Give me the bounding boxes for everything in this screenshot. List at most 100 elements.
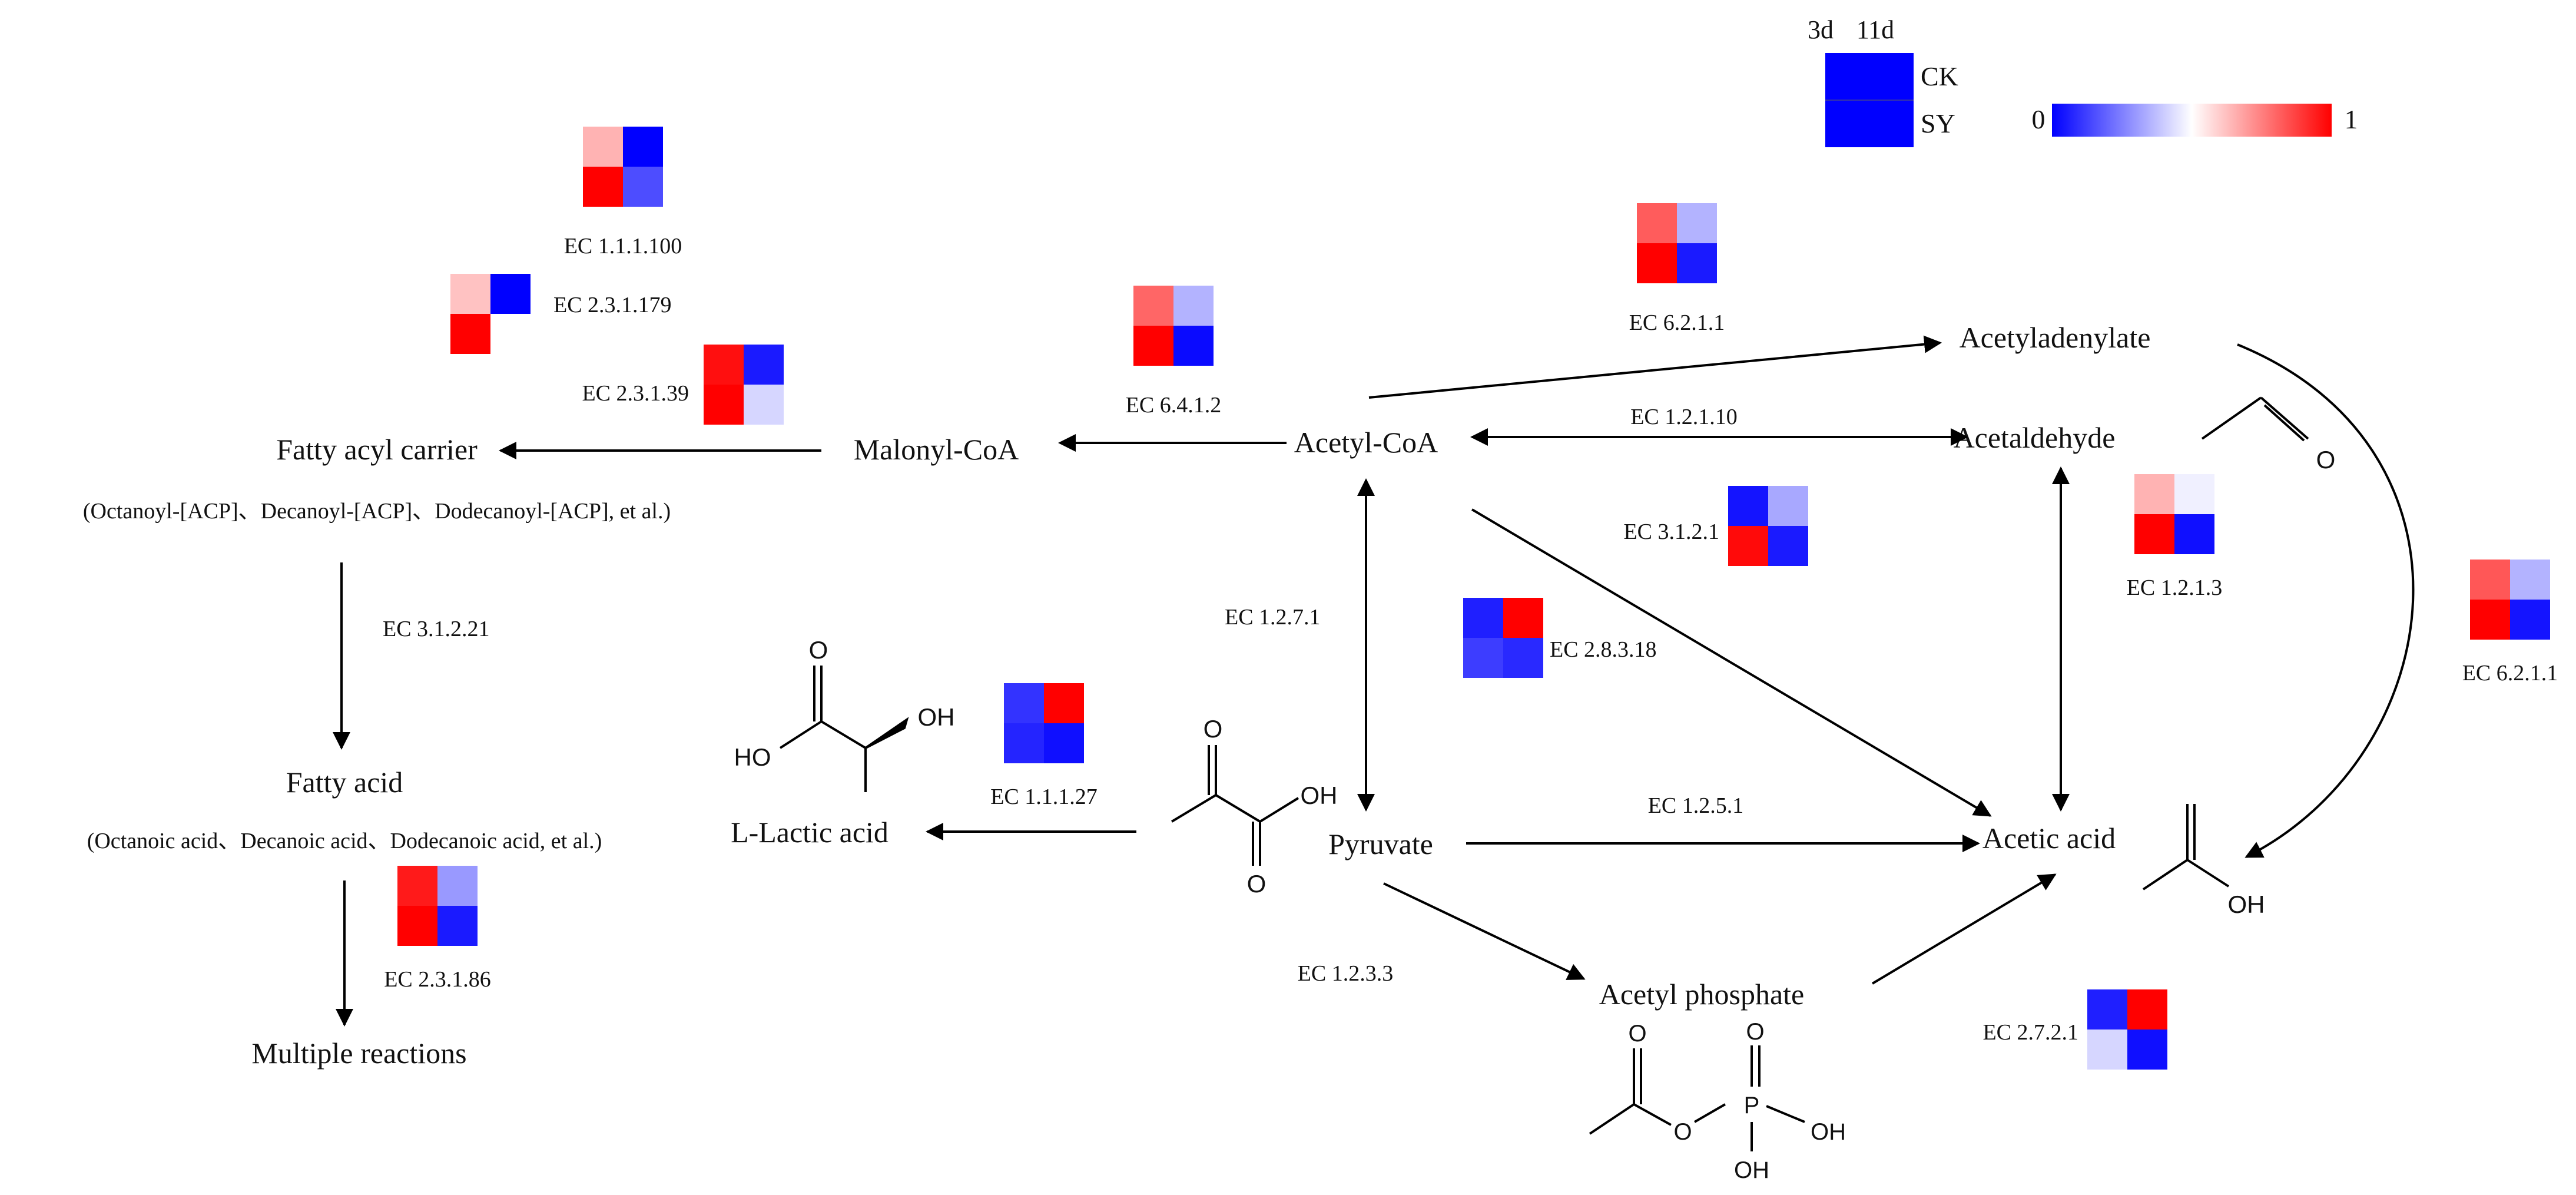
acp-o-top-atom: O [1746, 1019, 1764, 1045]
enzyme-label-ec-3-1-2-1: EC 3.1.2.1 [1623, 519, 1719, 544]
pyruvate-o-bottom-atom: O [1247, 870, 1267, 898]
lactic-o-atom: O [809, 636, 828, 664]
ec-1-2-3-3-label: EC 1.2.3.3 [1298, 961, 1394, 986]
heatmap-cell-ec-2-3-1-86-r1-c1 [437, 906, 478, 946]
acetic-acid-structure: OH [2142, 804, 2265, 918]
fatty-acid-examples-label: (Octanoic acid、Decanoic acid、Dodecanoic … [87, 829, 602, 853]
lactic-ho-atom: HO [734, 743, 771, 771]
chemical-structures: HO O OH O OH O O [734, 396, 2335, 1183]
heatmap-cell-ec-2-7-2-1-r1-c1 [2127, 1030, 2167, 1070]
legend-sample-cell-ck [1825, 53, 1914, 100]
heatmap-ec-6-2-1-1-top: EC 6.2.1.1 [1629, 203, 1725, 335]
ec-1-2-5-1-label: EC 1.2.5.1 [1648, 793, 1744, 818]
heatmap-cell-ec-6-2-1-1-top-r1-c1 [1677, 243, 1717, 283]
multiple-reactions-label: Multiple reactions [251, 1037, 466, 1070]
heatmap-cell-ec-6-2-1-1-right-r0-c0 [2470, 560, 2510, 600]
legend-scale-min: 0 [2032, 104, 2045, 134]
legend-row-ck: CK [1921, 61, 1958, 91]
legend-row-sy: SY [1921, 108, 1955, 138]
acetyl-coa-label: Acetyl-CoA [1294, 426, 1438, 459]
heatmap-cell-ec-6-2-1-1-right-r1-c1 [2510, 600, 2550, 640]
heatmap-cell-ec-6-4-1-2-r0-c0 [1133, 286, 1173, 326]
heatmap-cell-ec-1-1-1-100-r1-c1 [623, 167, 663, 207]
acetic-acid-label: Acetic acid [1982, 822, 2116, 855]
heatmap-ec-1-2-1-3: EC 1.2.1.3 [2127, 474, 2223, 600]
enzyme-label-ec-2-3-1-39: EC 2.3.1.39 [582, 381, 689, 406]
legend-color-scale [2052, 104, 2332, 137]
heatmap-cell-ec-6-2-1-1-right-r0-c1 [2510, 560, 2550, 600]
heatmap-cell-ec-6-4-1-2-r1-c0 [1133, 326, 1173, 366]
heatmap-cell-ec-2-3-1-179-r1-c0 [450, 314, 490, 354]
heatmap-cell-ec-2-8-3-18-r0-c0 [1463, 598, 1503, 638]
heatmap-ec-2-8-3-18: EC 2.8.3.18 [1463, 598, 1657, 678]
malonyl-coa-label: Malonyl-CoA [854, 433, 1019, 466]
fatty-acid-label: Fatty acid [286, 766, 403, 799]
heatmap-cell-ec-6-4-1-2-r0-c1 [1173, 286, 1214, 326]
heatmap-cell-ec-1-2-1-3-r1-c0 [2134, 514, 2174, 554]
arrow-acetyladenylate-to-acetic [2237, 343, 2415, 858]
lactic-oh-atom: OH [918, 703, 955, 731]
arrow-pyruvate-to-acetyl-phosphate [1383, 882, 1586, 980]
heatmap-cell-ec-2-8-3-18-r1-c0 [1463, 638, 1503, 678]
enzyme-label-ec-2-3-1-86: EC 2.3.1.86 [384, 967, 491, 992]
pyruvate-o-top-atom: O [1204, 715, 1223, 743]
heatmap-cell-ec-2-8-3-18-r1-c1 [1503, 638, 1543, 678]
acp-oh-right-atom: OH [1811, 1119, 1846, 1145]
pyruvate-label: Pyruvate [1328, 827, 1433, 860]
heatmap-cell-ec-6-2-1-1-right-r1-c0 [2470, 600, 2510, 640]
arrow-acetyl-phosphate-to-acetic [1871, 873, 2057, 985]
heatmap-ec-3-1-2-1: EC 3.1.2.1 [1623, 486, 1808, 566]
enzyme-heatmaps: EC 1.1.1.100 EC 2.3.1.179 EC 2.3.1.39 EC 6.… [384, 127, 2558, 1070]
legend-scale-max: 1 [2345, 104, 2358, 134]
acp-o-carbonyl-atom: O [1628, 1021, 1646, 1047]
heatmap-cell-ec-1-1-1-27-r0-c0 [1004, 683, 1044, 723]
heatmap-cell-ec-2-3-1-39-r0-c1 [744, 345, 784, 385]
l-lactic-acid-structure: HO O OH [734, 636, 955, 792]
heatmap-cell-ec-1-1-1-100-r0-c1 [623, 127, 663, 167]
heatmap-cell-ec-2-7-2-1-r0-c0 [2087, 989, 2127, 1030]
enzyme-label-ec-2-8-3-18: EC 2.8.3.18 [1550, 637, 1657, 662]
enzyme-label-ec-6-2-1-1-top: EC 6.2.1.1 [1629, 310, 1725, 335]
heatmap-cell-ec-2-3-1-86-r0-c0 [397, 866, 437, 906]
heatmap-cell-ec-3-1-2-1-r1-c0 [1728, 526, 1768, 566]
enzyme-label-ec-1-2-1-3: EC 1.2.1.3 [2127, 575, 2223, 600]
heatmap-ec-6-2-1-1-right: EC 6.2.1.1 [2462, 560, 2558, 686]
heatmap-cell-ec-1-2-1-3-r0-c1 [2174, 474, 2214, 514]
heatmap-cell-ec-6-4-1-2-r1-c1 [1173, 326, 1214, 366]
heatmap-cell-ec-3-1-2-1-r1-c1 [1768, 526, 1808, 566]
legend-col-11d: 11d [1856, 15, 1894, 44]
heatmap-ec-2-3-1-179: EC 2.3.1.179 [450, 274, 672, 354]
acetaldehyde-label: Acetaldehyde [1954, 421, 2116, 454]
ec-3-1-2-21-label: EC 3.1.2.21 [383, 617, 490, 641]
heatmap-cell-ec-2-3-1-179-r0-c1 [490, 274, 531, 314]
ec-1-2-7-1-label: EC 1.2.7.1 [1225, 605, 1321, 630]
heatmap-cell-ec-1-2-1-3-r1-c1 [2174, 514, 2214, 554]
enzyme-label-ec-1-1-1-100: EC 1.1.1.100 [564, 234, 682, 259]
heatmap-cell-ec-2-3-1-86-r0-c1 [437, 866, 478, 906]
acp-o-bridge-atom: O [1673, 1119, 1692, 1145]
heatmap-cell-ec-6-2-1-1-top-r0-c1 [1677, 203, 1717, 243]
heatmap-ec-2-3-1-39: EC 2.3.1.39 [582, 345, 784, 425]
heatmap-cell-ec-6-2-1-1-top-r0-c0 [1637, 203, 1677, 243]
l-lactic-acid-label: L-Lactic acid [731, 816, 888, 849]
enzyme-label-ec-6-2-1-1-right: EC 6.2.1.1 [2462, 661, 2558, 686]
acp-p-atom: P [1744, 1093, 1760, 1118]
legend-col-3d: 3d [1808, 15, 1834, 44]
heatmap-cell-ec-2-3-1-39-r1-c1 [744, 385, 784, 425]
heatmap-cell-ec-1-1-1-100-r0-c0 [583, 127, 623, 167]
heatmap-cell-ec-2-7-2-1-r1-c0 [2087, 1030, 2127, 1070]
fatty-acyl-examples-label: (Octanoyl-[ACP]、Decanoyl-[ACP]、Dodecanoy… [83, 499, 671, 524]
heatmap-cell-ec-2-7-2-1-r0-c1 [2127, 989, 2167, 1030]
reaction-labels: EC 3.1.2.21 EC 1.2.1.10 EC 1.2.7.1 EC 1.… [383, 405, 1743, 986]
heatmap-cell-ec-2-8-3-18-r0-c1 [1503, 598, 1543, 638]
acetyl-phosphate-structure: O O O P OH OH [1589, 1019, 1846, 1183]
heatmap-cell-ec-1-2-1-3-r0-c0 [2134, 474, 2174, 514]
enzyme-label-ec-2-3-1-179: EC 2.3.1.179 [553, 293, 672, 317]
heatmap-cell-ec-1-1-1-100-r1-c0 [583, 167, 623, 207]
heatmap-cell-ec-2-3-1-86-r1-c0 [397, 906, 437, 946]
arrow-acetylcoa-acetic-acid [1471, 508, 1992, 817]
acetaldehyde-structure: O [2201, 396, 2335, 474]
legend-sample-cell-sy [1825, 100, 1914, 147]
